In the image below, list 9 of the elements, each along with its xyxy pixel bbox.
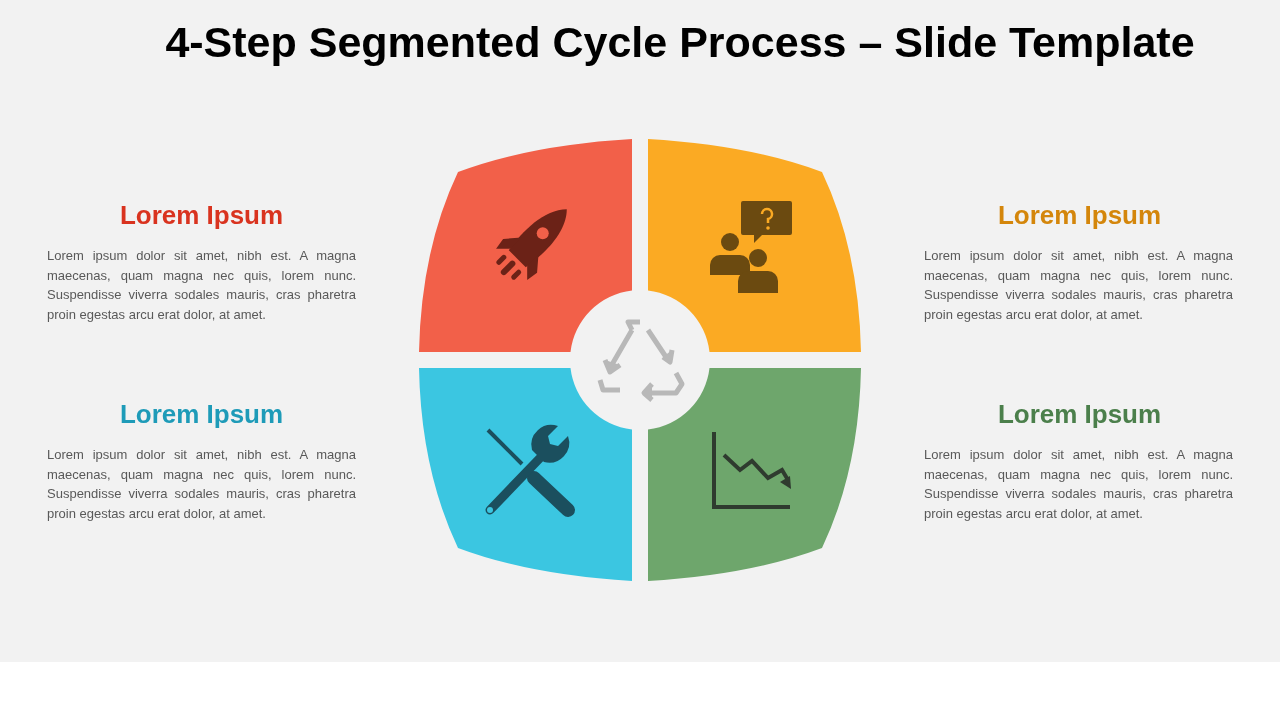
- step-description: Lorem ipsum dolor sit amet, nibh est. A magna maecenas, quam magna nec quis, lorem nunc. Suspendisse viverra sodales mauris, cras pharetra proin egestas arcu erat dolor, at amet.: [924, 446, 1233, 523]
- step-description: Lorem ipsum dolor sit amet, nibh est. A magna maecenas, quam magna nec quis, lorem nunc. Suspendisse viverra sodales mauris, cras pharetra proin egestas arcu erat dolor, at amet.: [47, 446, 356, 523]
- step-description: Lorem ipsum dolor sit amet, nibh est. A magna maecenas, quam magna nec quis, lorem nunc. Suspendisse viverra sodales mauris, cras pharetra proin egestas arcu erat dolor, at amet.: [47, 247, 356, 324]
- step-heading: Lorem Ipsum: [996, 200, 1163, 231]
- step-heading: Lorem Ipsum: [118, 399, 285, 430]
- step-heading: Lorem Ipsum: [118, 200, 285, 231]
- slide-title: 4-Step Segmented Cycle Process – Slide Template: [164, 18, 1196, 67]
- step-heading: Lorem Ipsum: [996, 399, 1163, 430]
- step-description: Lorem ipsum dolor sit amet, nibh est. A magna maecenas, quam magna nec quis, lorem nunc. Suspendisse viverra sodales mauris, cras pharetra proin egestas arcu erat dolor, at amet.: [924, 247, 1233, 324]
